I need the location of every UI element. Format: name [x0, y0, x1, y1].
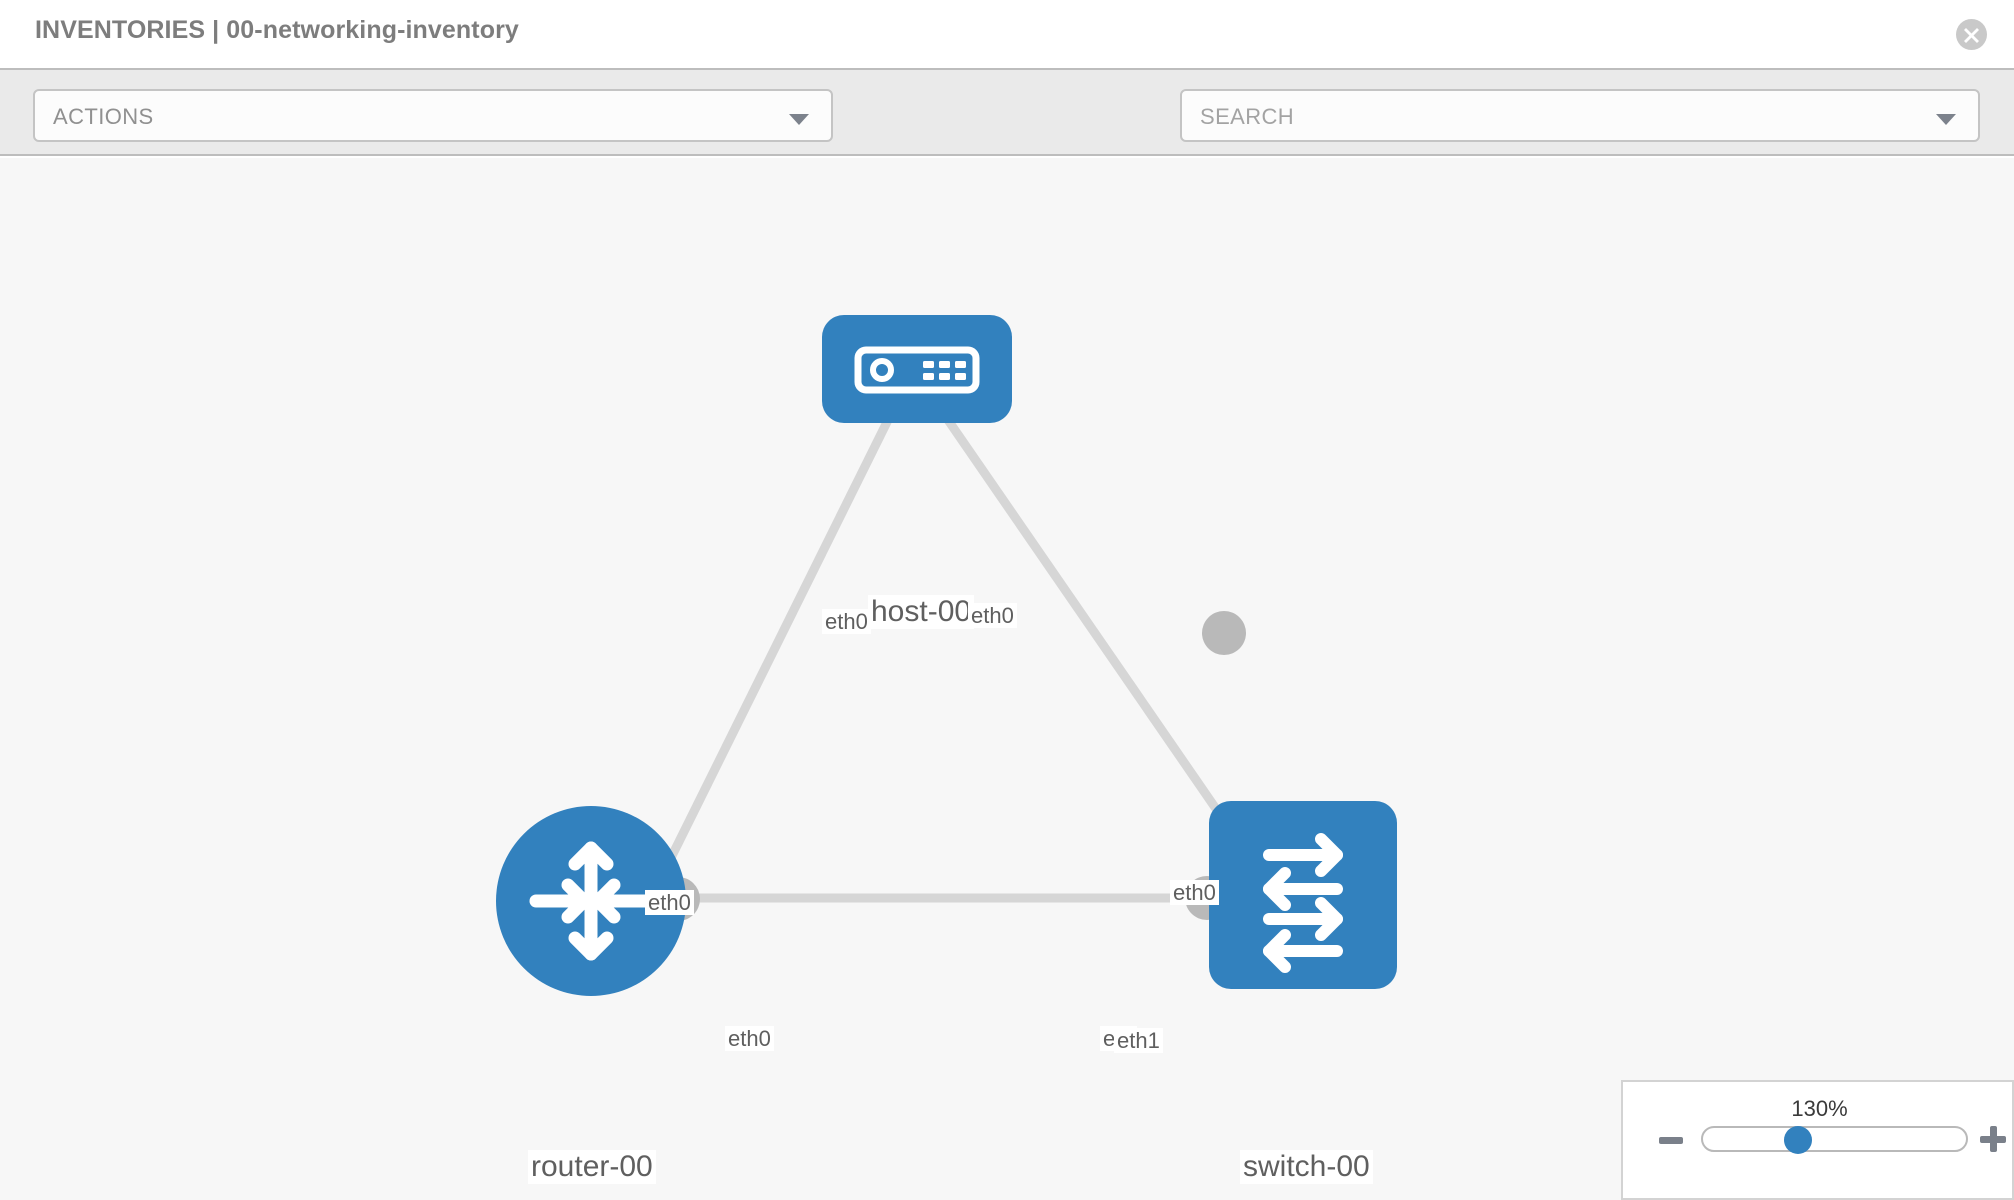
search-placeholder: SEARCH: [1200, 104, 1295, 129]
edge-label-router-right: eth0: [725, 1026, 774, 1052]
node-host-00[interactable]: [822, 315, 1012, 423]
router-arrows-icon: [529, 841, 653, 961]
edge-label-router-upper: eth0: [645, 890, 694, 916]
chevron-down-icon: [789, 114, 809, 125]
minus-icon[interactable]: [1659, 1137, 1683, 1144]
topology-canvas[interactable]: eth0 host-00 eth0 eth0 eth0 eth0 eth eth…: [0, 158, 2014, 1200]
switch-arrows-icon: [1263, 833, 1343, 973]
chevron-down-icon: [1936, 114, 1956, 125]
search-input[interactable]: SEARCH: [1180, 89, 1980, 142]
node-label-host-00: host-00: [868, 595, 975, 629]
edge-label-switch-left: eth1: [1114, 1028, 1163, 1054]
node-switch-00[interactable]: [1209, 801, 1397, 989]
close-icon[interactable]: [1956, 19, 1987, 50]
edge-label-switch-upper: eth0: [1170, 880, 1219, 906]
zoom-level-value: 130%: [1791, 1096, 1848, 1121]
page-title: INVENTORIES | 00-networking-inventory: [35, 16, 519, 44]
zoom-slider[interactable]: [1701, 1126, 1968, 1152]
actions-dropdown[interactable]: ACTIONS: [33, 89, 833, 142]
edge-label-host-right: eth0: [968, 603, 1017, 629]
node-label-router-00: router-00: [528, 1150, 656, 1184]
plus-icon[interactable]: [1980, 1126, 2006, 1152]
node-label-switch-00: switch-00: [1240, 1150, 1373, 1184]
actions-dropdown-label: ACTIONS: [53, 104, 154, 129]
zoom-control-panel: 130%: [1621, 1080, 2014, 1200]
window-header: INVENTORIES | 00-networking-inventory: [0, 0, 2014, 68]
edge-label-host-left: eth0: [822, 609, 871, 635]
zoom-slider-thumb[interactable]: [1784, 1126, 1812, 1154]
toolbar: ACTIONS SEARCH: [0, 68, 2014, 200]
server-icon: [854, 346, 980, 394]
